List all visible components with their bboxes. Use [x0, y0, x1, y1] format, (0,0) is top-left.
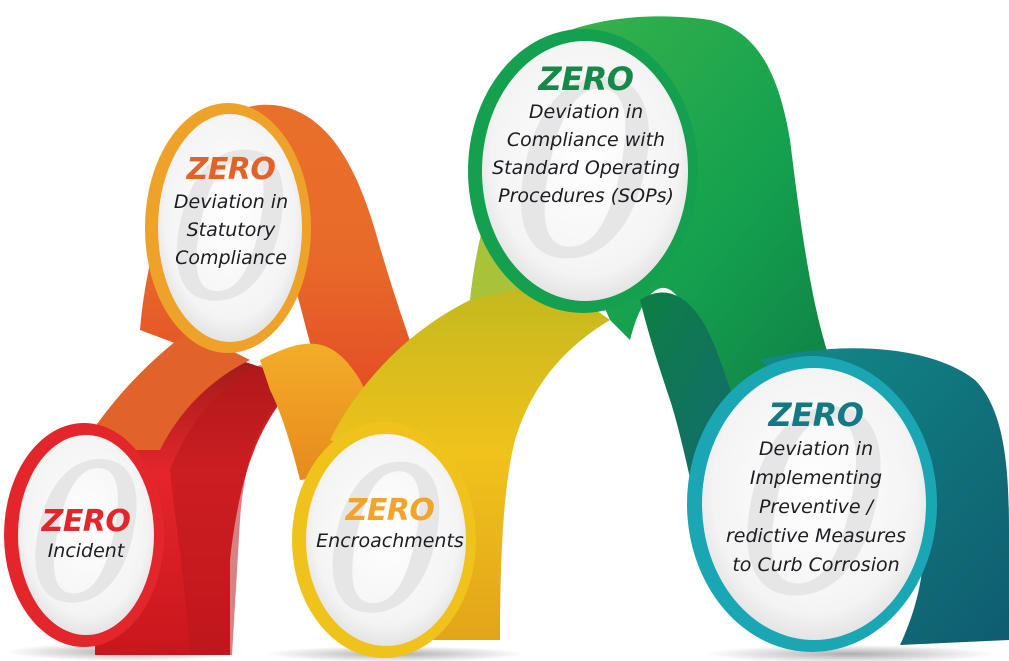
zero-watermark-icon: 0 — [322, 425, 449, 658]
label-sops: ZERO Deviation in Compliance with Standa… — [486, 60, 686, 210]
label-text: Deviation in Statutory Compliance — [173, 191, 289, 269]
zero-heading: ZERO — [186, 152, 276, 187]
ribbon-red-shade — [170, 365, 300, 655]
disc-encroachments: 0 — [292, 422, 476, 658]
zero-heading: ZERO — [768, 396, 864, 434]
zero-heading: ZERO — [41, 504, 131, 539]
disc-corrosion: 0 — [687, 356, 937, 652]
zero-heading: ZERO — [538, 60, 634, 98]
zero-watermark-icon: 0 — [734, 360, 893, 651]
label-text: Encroachments — [316, 530, 464, 552]
label-statutory-compliance: ZERO Deviation in Statutory Compliance — [165, 152, 297, 272]
ribbon-teal — [760, 348, 1009, 645]
floor-shadow — [705, 645, 995, 661]
ribbon-orange-link — [80, 330, 250, 450]
label-text: Deviation in Implementing Preventive / r… — [725, 438, 907, 576]
label-text: Deviation in Compliance with Standard Op… — [492, 101, 680, 207]
zero-heading: ZERO — [345, 493, 435, 528]
zero-watermark-icon: 0 — [166, 113, 293, 346]
label-corrosion: ZERO Deviation in Implementing Preventiv… — [716, 395, 916, 580]
disc-incident: 0 — [4, 423, 164, 647]
label-text: Incident — [47, 540, 125, 562]
label-encroachments: ZERO Encroachments — [310, 494, 470, 554]
zero-watermark-icon: 0 — [509, 32, 662, 312]
disc-statutory: 0 — [145, 103, 311, 353]
label-incident: ZERO Incident — [26, 505, 146, 563]
ribbon-yellow — [330, 270, 610, 640]
zero-watermark-icon: 0 — [26, 424, 147, 645]
disc-sops: 0 — [468, 29, 698, 313]
